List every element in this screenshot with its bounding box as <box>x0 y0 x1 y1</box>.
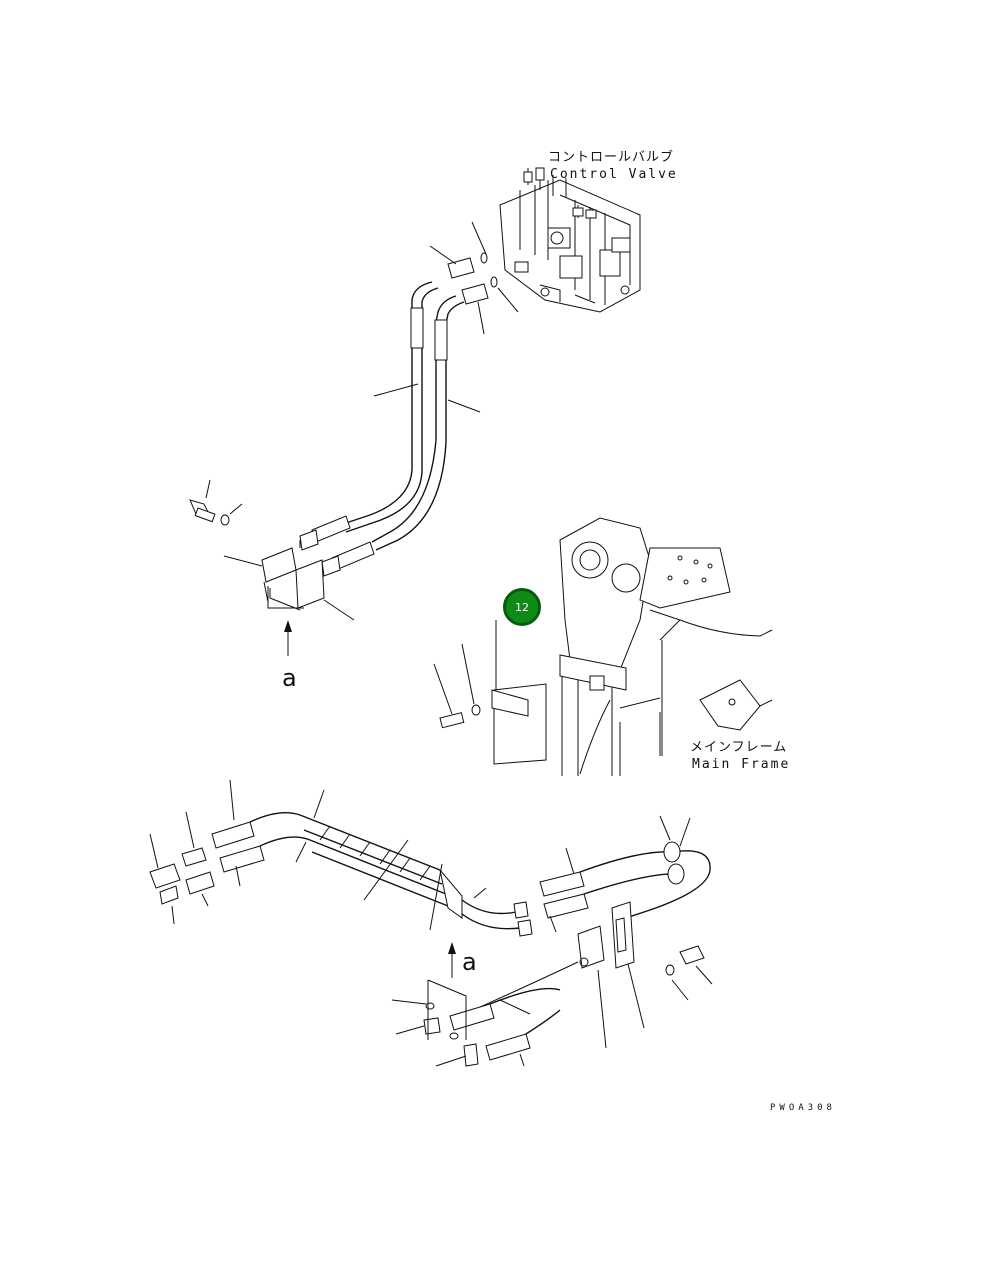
control-valve-label-en: Control Valve <box>550 167 678 182</box>
part-callout-12[interactable]: 12 <box>503 588 541 626</box>
lower-bracket <box>477 901 713 1049</box>
upper-hoses <box>299 281 481 577</box>
valve-fittings <box>429 221 519 335</box>
upper-bracket <box>189 479 355 621</box>
control-valve-illustration <box>499 167 641 313</box>
main-frame-illustration <box>559 517 773 776</box>
arrow-up-icon <box>284 620 456 978</box>
callout-number: 12 <box>515 600 529 614</box>
main-frame-label-en: Main Frame <box>692 757 791 772</box>
lower-hose-assembly <box>149 779 711 937</box>
lower-fittings <box>391 979 561 1067</box>
view-a-label-upper: a <box>282 664 297 692</box>
main-frame-label-jp: メインフレーム <box>690 740 788 755</box>
plate-part <box>433 620 547 765</box>
view-a-label-lower: a <box>462 948 477 976</box>
drawing-code: PWOA308 <box>770 1103 836 1113</box>
control-valve-label-jp: コントロールバルブ <box>548 150 675 165</box>
